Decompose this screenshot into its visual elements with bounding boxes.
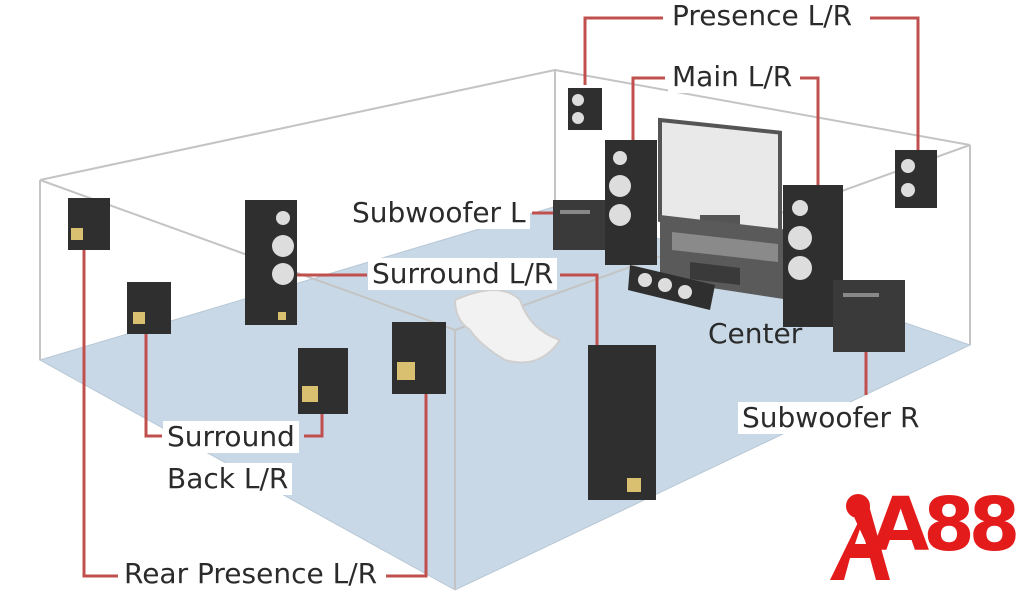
tv-screen (658, 117, 782, 235)
label-center: Center (708, 317, 803, 350)
label-presence: Presence L/R (668, 0, 857, 33)
surround-right-speaker (588, 345, 656, 500)
label-subwoofer-l: Subwoofer L (348, 196, 530, 230)
listening-chair (453, 289, 562, 364)
presence-left-speaker (568, 88, 602, 130)
leader-lines (82, 16, 920, 578)
main-left-speaker (605, 140, 657, 265)
tv-stand (660, 215, 790, 300)
rear-presence-right-speaker (392, 322, 446, 394)
a88-logo (828, 492, 1018, 584)
label-subwoofer-r: Subwoofer R (738, 401, 924, 435)
microphone-icon (830, 494, 890, 580)
rear-presence-left-speaker (68, 198, 110, 250)
presence-right-speaker (895, 150, 937, 208)
label-surround-back-line2: Back L/R (163, 462, 293, 496)
label-surround-back-line1: Surround (163, 420, 299, 454)
surround-back-left-speaker (127, 282, 171, 334)
label-surround: Surround L/R (368, 257, 558, 291)
label-main: Main L/R (668, 60, 797, 94)
label-rear-presence: Rear Presence L/R (120, 557, 382, 591)
subwoofer-left (553, 200, 605, 250)
center-speaker (628, 265, 715, 310)
surround-back-right-speaker (298, 348, 348, 414)
logo-text: A88 (872, 482, 1020, 568)
surround-left-speaker (245, 200, 297, 325)
subwoofer-right (833, 280, 905, 352)
